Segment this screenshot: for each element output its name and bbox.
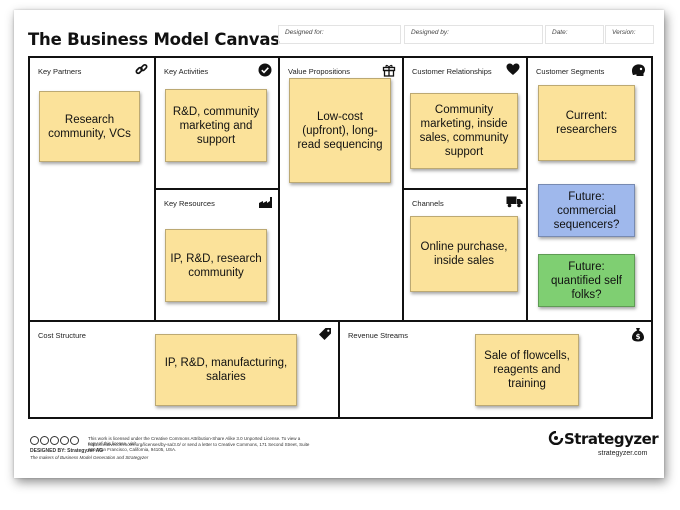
sticky-note-key-partners[interactable]: Research community, VCs: [39, 91, 140, 162]
cost-structure-block: Cost Structure: [30, 322, 340, 417]
svg-text:$: $: [636, 333, 641, 341]
strategyzer-logo-icon: [548, 430, 564, 446]
channels-label: Channels: [412, 199, 444, 208]
version-field[interactable]: Version:: [605, 25, 654, 44]
key-partners-label: Key Partners: [38, 67, 82, 76]
customer-relationships-block: Customer Relationships: [404, 58, 528, 190]
cc-share-icon: [70, 436, 79, 445]
cc-sa-icon: [50, 436, 59, 445]
license-text: This work is licensed under the Creative…: [88, 436, 301, 446]
cc-by-icon: [40, 436, 49, 445]
business-model-canvas: Key Partners Key Activities Key Resource…: [28, 56, 653, 419]
page-title: The Business Model Canvas: [28, 30, 280, 49]
factory-icon: [258, 195, 272, 209]
key-partners-block: Key Partners: [30, 58, 156, 322]
key-activities-block: Key Activities: [156, 58, 280, 190]
date-label: Date:: [552, 29, 568, 36]
cc-license-icon: [30, 436, 39, 445]
key-activities-label: Key Activities: [164, 67, 209, 76]
sticky-note-customer-relationships[interactable]: Community marketing, inside sales, commu…: [410, 93, 518, 169]
heart-icon: [506, 63, 520, 77]
strategyzer-logo: Strategyzer: [548, 430, 659, 448]
designed-by-field[interactable]: Designed by:: [404, 25, 543, 44]
designed-for-label: Designed for:: [285, 29, 324, 36]
revenue-streams-block: Revenue Streams $: [340, 322, 651, 417]
cost-structure-label: Cost Structure: [38, 331, 86, 340]
version-label: Version:: [612, 29, 636, 36]
gift-icon: [382, 63, 396, 77]
makers-credit: The makers of Business Model Generation …: [30, 455, 149, 460]
value-propositions-block: Value Propositions: [280, 58, 404, 322]
sticky-note-channels[interactable]: Online purchase, inside sales: [410, 216, 518, 292]
value-propositions-label: Value Propositions: [288, 67, 350, 76]
sticky-note-cost-structure[interactable]: IP, R&D, manufacturing, salaries: [155, 334, 297, 406]
truck-icon: [506, 195, 523, 209]
customer-segments-block: Customer Segments: [528, 58, 651, 322]
brand-name: Strategyzer: [564, 430, 659, 448]
designed-for-field[interactable]: Designed for:: [278, 25, 401, 44]
sticky-note-key-resources[interactable]: IP, R&D, research community: [165, 229, 267, 302]
key-resources-label: Key Resources: [164, 199, 215, 208]
sticky-note-value-propositions[interactable]: Low-cost (upfront), long-read sequencing: [289, 78, 391, 183]
customer-segments-label: Customer Segments: [536, 67, 605, 76]
license-text-2: http://creativecommons.org/licenses/by-s…: [88, 442, 310, 452]
link-icon: [134, 63, 148, 77]
key-resources-block: Key Resources: [156, 190, 280, 322]
sticky-note-segment-future-commercial[interactable]: Future: commercial sequencers?: [538, 184, 635, 237]
customer-relationships-label: Customer Relationships: [412, 67, 492, 76]
date-field[interactable]: Date:: [545, 25, 604, 44]
brand-url[interactable]: strategyzer.com: [598, 450, 648, 457]
revenue-streams-label: Revenue Streams: [348, 331, 409, 340]
head-icon: [631, 63, 645, 77]
designed-by-label: Designed by:: [411, 29, 449, 36]
designed-by-credit: DESIGNED BY: Strategyzer AG: [30, 448, 104, 454]
channels-block: Channels: [404, 190, 528, 322]
sticky-note-revenue-streams[interactable]: Sale of flowcells, reagents and training: [475, 334, 579, 406]
money-bag-icon: $: [631, 327, 645, 342]
sticky-note-segment-future-self[interactable]: Future: quantified self folks?: [538, 254, 635, 307]
sticky-note-segment-current[interactable]: Current: researchers: [538, 85, 635, 161]
sticky-note-key-activities[interactable]: R&D, community marketing and support: [165, 89, 267, 162]
price-tag-icon: [318, 327, 332, 341]
checkmark-icon: [258, 63, 272, 77]
cc-nc-icon: [60, 436, 69, 445]
